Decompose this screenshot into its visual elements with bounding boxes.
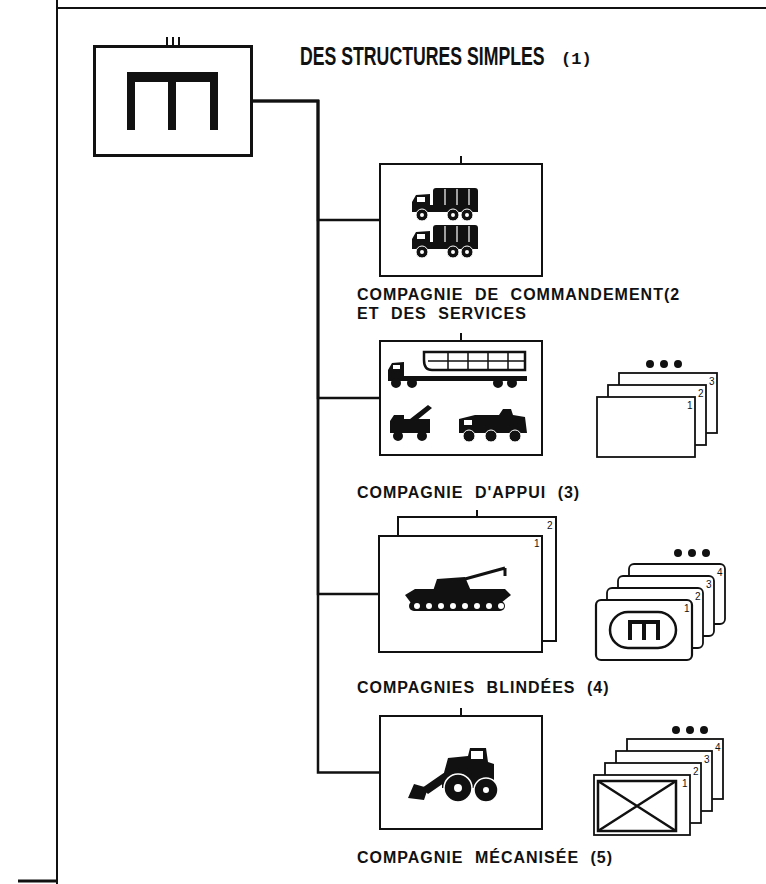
ellipsis-dots xyxy=(672,726,708,734)
sheet-number: 2 xyxy=(693,766,699,777)
frame-line xyxy=(57,7,766,9)
section-stack xyxy=(597,360,717,457)
bridge-truck-icon xyxy=(388,352,527,388)
road-wheels xyxy=(414,603,504,609)
crane-truck-icon xyxy=(390,405,432,441)
sheet-number: 1 xyxy=(534,538,540,549)
sheet-number: 3 xyxy=(709,376,715,387)
company-label: COMPAGNIE D'APPUI (3) xyxy=(357,483,580,502)
truck-icon xyxy=(412,225,478,258)
diagram-title: DES STRUCTURES SIMPLES xyxy=(300,42,545,70)
vehicle-body xyxy=(459,409,527,433)
boat-ribs xyxy=(428,353,524,369)
company-label: COMPAGNIES BLINDÉES (4) xyxy=(357,678,610,697)
sheet-number: 2 xyxy=(698,388,704,399)
section-stack xyxy=(594,726,723,835)
wheels xyxy=(463,430,521,442)
unit-size-ticks xyxy=(167,37,179,45)
crane-body xyxy=(390,405,432,433)
section-sheet xyxy=(597,397,695,457)
org-connector xyxy=(253,101,379,773)
boat-hull xyxy=(424,352,525,370)
wheels xyxy=(393,431,427,441)
org-connector xyxy=(253,101,379,398)
company-box: COMPAGNIE DE COMMANDEMENT(2 ET DES SERVI… xyxy=(379,163,543,277)
company-label: COMPAGNIE DE COMMANDEMENT(2 ET DES SERVI… xyxy=(357,285,685,323)
wheels xyxy=(391,378,517,388)
engineer-symbol xyxy=(127,72,218,130)
tank-hull xyxy=(405,577,511,603)
utility-vehicle-icon xyxy=(459,409,527,442)
vehicle-window xyxy=(464,420,472,425)
crane-boom xyxy=(465,568,505,579)
loader-hubs xyxy=(454,784,489,793)
sheet-number: 1 xyxy=(684,603,690,614)
armour-oval xyxy=(610,612,676,648)
sheet-number: 3 xyxy=(706,579,712,590)
section-sheet xyxy=(594,775,690,835)
section-stack xyxy=(596,549,725,660)
infantry-box xyxy=(598,781,676,831)
sheet-number: 3 xyxy=(704,754,710,765)
company-box: COMPAGNIE D'APPUI (3) xyxy=(379,340,543,456)
sheet-number: 1 xyxy=(682,778,688,789)
ellipsis-dots xyxy=(674,549,710,557)
loader-window xyxy=(471,751,483,759)
company-label: COMPAGNIE MÉCANISÉE (5) xyxy=(357,848,613,867)
section-sheet xyxy=(596,600,692,660)
company-box: COMPAGNIE MÉCANISÉE (5) xyxy=(379,715,543,830)
engineer-symbol xyxy=(628,620,660,640)
sheet-number: 4 xyxy=(715,742,721,753)
tractor-window xyxy=(393,365,400,369)
regiment-box: DES STRUCTURES SIMPLES(1) xyxy=(93,45,253,157)
armoured-engineer-vehicle-icon xyxy=(405,568,511,611)
sheet-number: 1 xyxy=(687,400,693,411)
note-number: (1) xyxy=(561,50,592,70)
sheet-number: 2 xyxy=(547,520,553,531)
loader-icon xyxy=(408,748,498,802)
frame-line xyxy=(56,0,58,884)
sheet-number: 2 xyxy=(695,591,701,602)
ellipsis-dots xyxy=(646,360,682,368)
tank-track xyxy=(409,601,505,611)
sheet-number: 4 xyxy=(717,567,723,578)
org-connector xyxy=(253,101,379,220)
infantry-cross xyxy=(598,781,676,831)
company-box: COMPAGNIES BLINDÉES (4) xyxy=(378,535,543,653)
org-connector xyxy=(253,101,378,594)
frame-line xyxy=(18,880,57,883)
truck-icon xyxy=(412,188,478,221)
